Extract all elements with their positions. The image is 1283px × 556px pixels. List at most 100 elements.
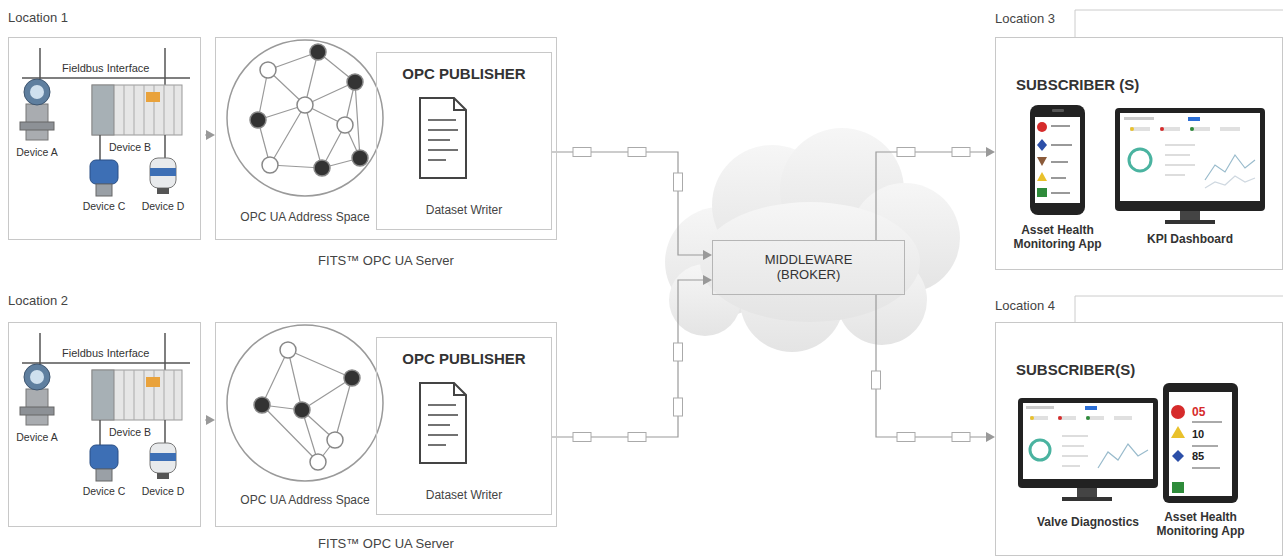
monitor-illustration	[1026, 406, 1054, 409]
device-label: Device C	[83, 200, 126, 213]
cloud	[665, 128, 960, 352]
address-space-graph	[352, 150, 368, 166]
phone-illustration	[1037, 122, 1047, 132]
data-flow-connector	[205, 415, 215, 425]
connector-line	[876, 152, 987, 240]
phone-illustration	[1037, 139, 1047, 151]
node-text: SUBSCRIBER (S)	[1016, 76, 1139, 94]
phone-illustration	[1052, 109, 1064, 112]
address-space-graph	[337, 117, 353, 133]
arrowhead	[703, 275, 712, 285]
field-devices	[20, 333, 190, 481]
address-space-graph	[314, 160, 330, 176]
connector-line	[876, 295, 987, 437]
phone-illustration	[1037, 172, 1047, 181]
document-icon	[420, 98, 466, 178]
data-flow-connector	[872, 295, 996, 442]
data-flow-connector	[552, 275, 712, 442]
address-space-graph	[262, 350, 352, 462]
data-packet	[872, 371, 881, 389]
monitor-illustration	[1030, 416, 1132, 420]
monitor-illustration	[1188, 117, 1200, 121]
node-text: MIDDLEWARE (BROKER)	[759, 252, 859, 283]
node-text: Asset Health Monitoring App	[1145, 510, 1257, 539]
address-space-graph	[327, 432, 343, 448]
opc-ua-server-box: FITS™ OPC UA ServerOPC UA Address SpaceO…	[215, 37, 557, 240]
publisher-box: OPC PUBLISHERDataset Writer	[376, 337, 552, 515]
monitor-illustration	[1180, 211, 1200, 221]
monitor-illustration	[1077, 488, 1097, 498]
monitor-illustration	[1120, 113, 1260, 201]
address-space-graph	[310, 454, 326, 470]
monitor-illustration	[1023, 403, 1153, 479]
monitor-illustration	[1115, 108, 1265, 224]
data-packet	[897, 148, 915, 157]
phone-illustration	[1030, 105, 1085, 215]
data-flow-connector	[205, 130, 215, 140]
monitor-device: KPI Dashboard	[1115, 108, 1265, 225]
phone-device: Asset Health Monitoring App	[1030, 105, 1085, 215]
connector-line	[552, 152, 704, 255]
arrowhead	[206, 415, 215, 425]
address-space-graph	[280, 342, 296, 358]
bus-label: Fieldbus Interface	[62, 347, 149, 360]
arrowhead	[206, 130, 215, 140]
stacked-panel-outline	[1075, 296, 1283, 322]
monitor-illustration	[1098, 444, 1148, 468]
address-space-graph	[254, 342, 360, 470]
address-space-circle: OPC UA Address Space	[227, 40, 383, 196]
phone-illustration	[1037, 157, 1047, 166]
address-space-graph	[297, 97, 313, 113]
monitor-illustration	[1129, 149, 1151, 171]
address-space-graph	[344, 370, 360, 386]
tablet-illustration	[1171, 405, 1185, 419]
node-text: Location 1	[8, 10, 68, 26]
tablet-illustration	[1171, 426, 1185, 438]
node-text: FITS™ OPC UA Server	[318, 536, 454, 552]
monitor-illustration	[1058, 416, 1062, 420]
address-space-graph	[258, 52, 360, 168]
node-text: OPC UA Address Space	[240, 493, 369, 507]
data-packet	[952, 433, 970, 442]
subscriber-panel: Location 4SUBSCRIBER(S)Valve Diagnostics…	[995, 322, 1283, 556]
cloud	[700, 202, 920, 322]
tablet-illustration	[1192, 422, 1222, 468]
device-label: Device C	[83, 485, 126, 498]
phone-illustration	[1051, 126, 1072, 193]
address-space-graph	[254, 397, 270, 413]
address-space-circle: OPC UA Address Space	[227, 325, 383, 481]
node-text: Dataset Writer	[377, 488, 551, 502]
device-label: Device B	[109, 426, 151, 439]
tablet-illustration	[1172, 482, 1184, 493]
phone-illustration	[1035, 117, 1080, 203]
address-space-graph	[227, 40, 383, 196]
phone-illustration	[1037, 188, 1047, 197]
node-text: Valve Diagnostics	[1037, 515, 1139, 529]
data-packet	[628, 148, 646, 157]
address-space-graph	[227, 325, 383, 481]
data-packet	[573, 148, 591, 157]
document-icon	[428, 405, 458, 445]
address-space-graph	[310, 44, 326, 60]
tablet-device: Asset Health Monitoring App	[1163, 383, 1238, 503]
document-icon	[454, 383, 466, 395]
address-space-graph	[250, 112, 266, 128]
monitor-illustration	[1124, 117, 1154, 120]
screen-number: 85	[1192, 450, 1204, 463]
publisher-box: OPC PUBLISHERDataset Writer	[376, 52, 552, 230]
monitor-illustration	[1165, 145, 1195, 175]
monitor-illustration	[1018, 398, 1158, 488]
monitor-illustration	[1130, 127, 1240, 131]
tablet-illustration	[1163, 383, 1238, 503]
monitor-illustration	[1086, 416, 1090, 420]
address-space-graph	[227, 40, 383, 196]
data-packet	[573, 433, 591, 442]
arrowhead	[703, 250, 712, 260]
device-label: Device D	[142, 485, 185, 498]
node-text: KPI Dashboard	[1147, 232, 1233, 246]
document-icon	[420, 383, 466, 463]
tablet-illustration	[1169, 392, 1232, 496]
node-text: Location 3	[995, 11, 1055, 27]
field-devices	[20, 48, 190, 196]
